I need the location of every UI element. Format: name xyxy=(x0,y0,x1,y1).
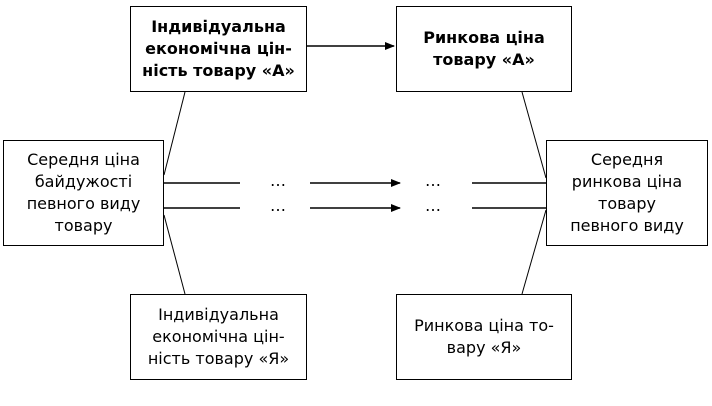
box-average-market-price: Середня ринкова ціна товару певного виду xyxy=(546,140,708,246)
box-average-indifference-price-label: Середня ціна байдужості певного виду тов… xyxy=(26,150,141,235)
box-market-price-ya: Ринкова ціна то- вару «Я» xyxy=(396,294,572,380)
box-average-indifference-price: Середня ціна байдужості певного виду тов… xyxy=(3,140,164,246)
ellipsis-4: … xyxy=(423,196,443,215)
link-avg-to-individual-a xyxy=(163,91,186,176)
box-individual-value-ya: Індивідуальна економічна цін- ність това… xyxy=(130,294,307,380)
box-market-price-a: Ринкова ціна товару «А» xyxy=(396,6,572,92)
ellipsis-2: … xyxy=(423,171,443,190)
link-market-ya-to-avg-market xyxy=(521,209,547,295)
link-avg-to-individual-ya xyxy=(163,214,186,295)
ellipsis-3: … xyxy=(268,196,288,215)
box-market-price-ya-label: Ринкова ціна то- вару «Я» xyxy=(414,316,554,357)
box-market-price-a-label: Ринкова ціна товару «А» xyxy=(423,28,545,69)
box-individual-value-ya-label: Індивідуальна економічна цін- ність това… xyxy=(147,305,290,368)
ellipsis-1: … xyxy=(268,171,288,190)
link-market-a-to-avg-market xyxy=(521,91,547,179)
box-average-market-price-label: Середня ринкова ціна товару певного виду xyxy=(570,150,684,235)
box-individual-value-a: Індивідуальна економічна цін- ність това… xyxy=(130,6,307,92)
box-individual-value-a-label: Індивідуальна економічна цін- ність това… xyxy=(142,17,295,80)
